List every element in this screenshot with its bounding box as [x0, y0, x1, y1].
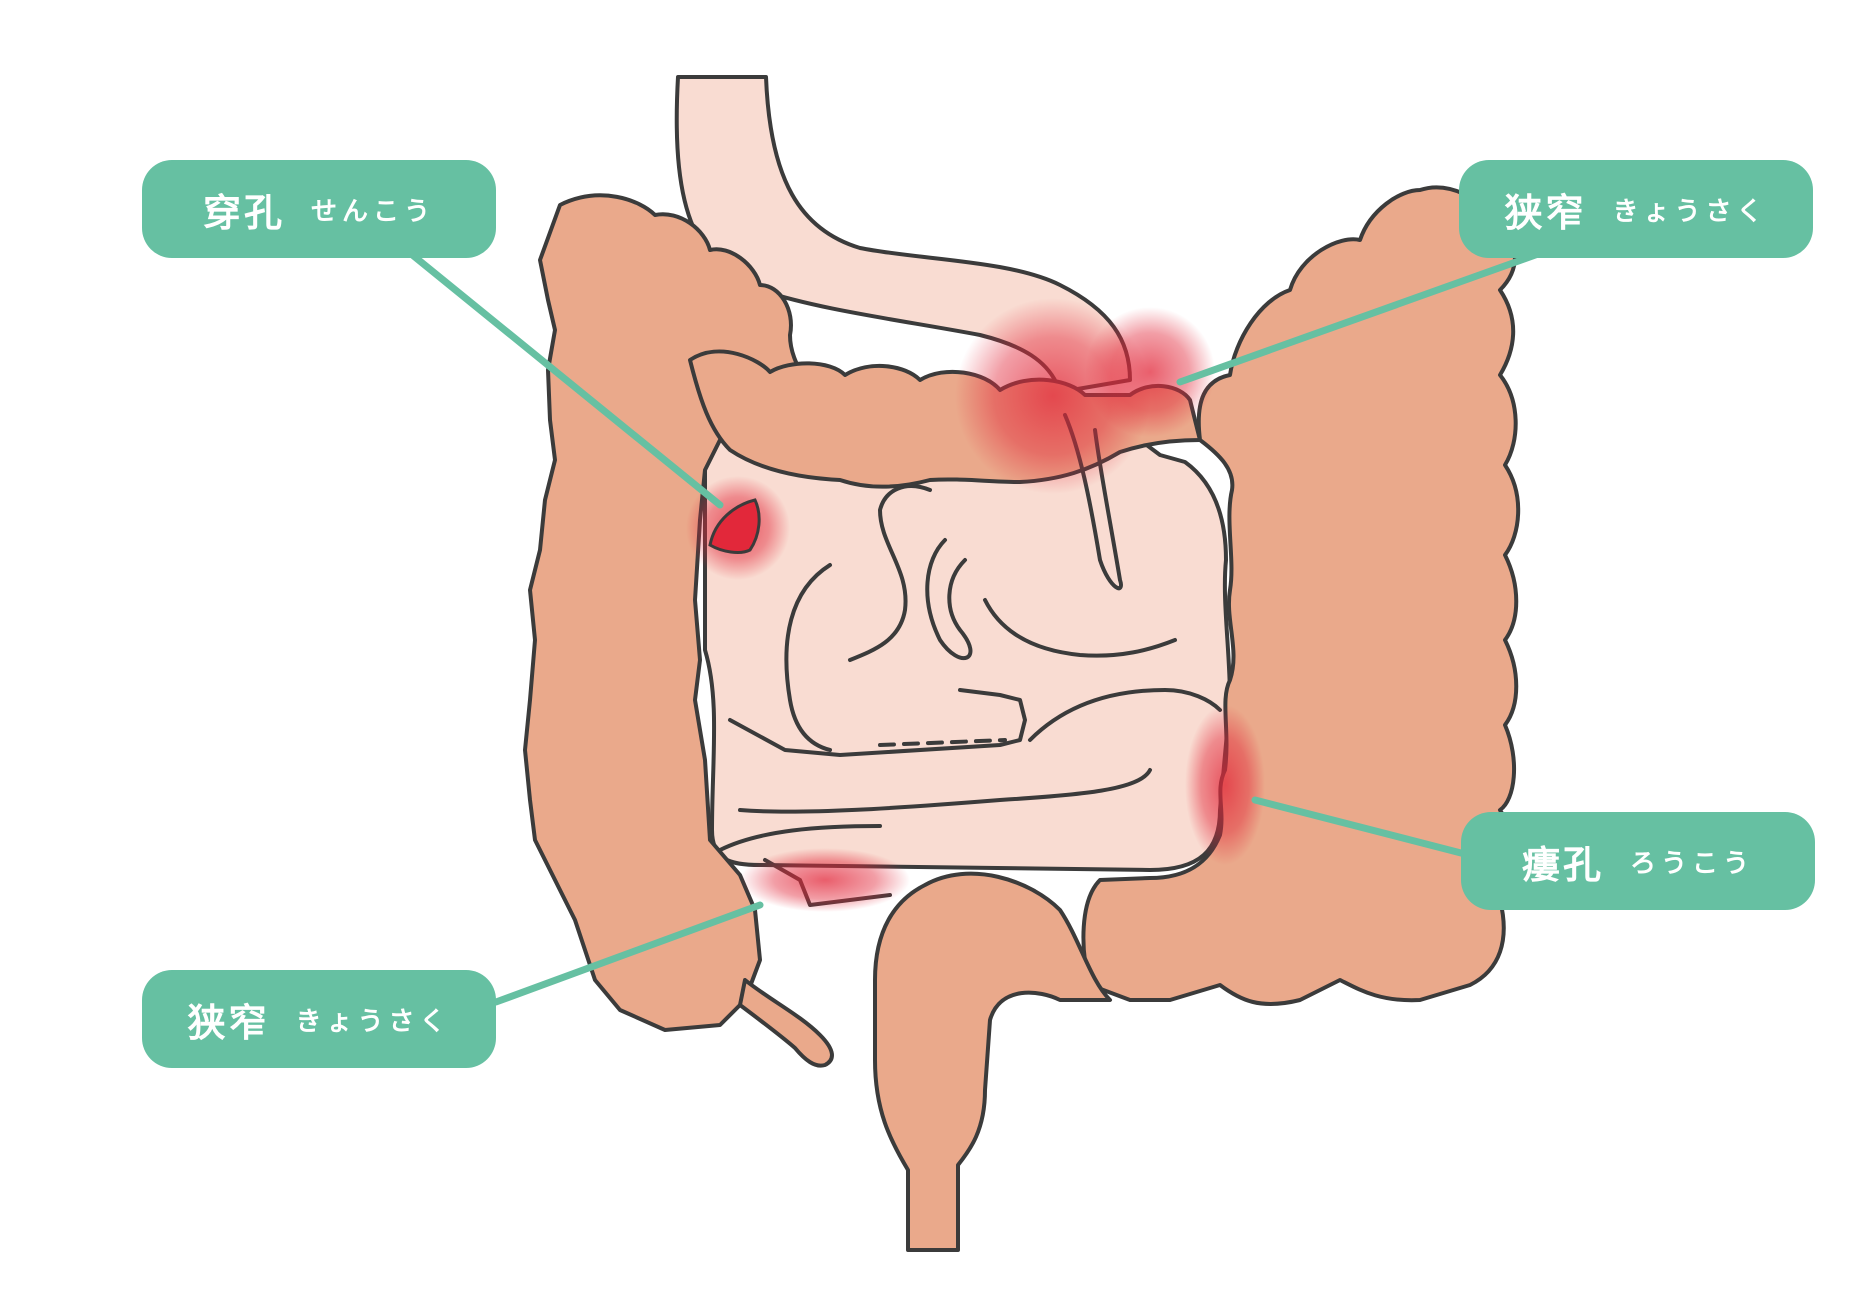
stricture-top-label-reading: きょうさく: [1612, 196, 1768, 227]
small-intestine-fold: [983, 598, 1177, 658]
fistula-label-text: 瘻孔: [1521, 842, 1604, 887]
stricture-lesion-top-secondary: [1085, 307, 1215, 437]
fistula-label: 瘻孔 ろうこう: [1461, 812, 1815, 910]
stricture-top-leader: [1176, 249, 1545, 386]
fistula-label-reading: ろうこう: [1630, 848, 1755, 879]
perforation-label-reading: せんこう: [311, 196, 436, 227]
small-intestine-fold: [848, 484, 932, 662]
small-intestine-fold: [925, 538, 973, 660]
small-intestine-fold: [728, 688, 1027, 757]
appendix: [738, 978, 834, 1068]
fistula-lesion: [1185, 705, 1265, 865]
stricture-bottom-label-reading: きょうさく: [295, 1006, 451, 1037]
stricture-top-label: 狭窄 きょうさく: [1459, 160, 1813, 258]
fistula-leader: [1251, 796, 1465, 857]
stricture-bottom-leader: [492, 901, 764, 1006]
small-intestine-fold: [738, 768, 1152, 814]
perforation-spot: [708, 498, 761, 554]
perforation-leader: [406, 249, 724, 509]
perforation-label-text: 穿孔: [202, 190, 285, 235]
perforation-label: 穿孔 せんこう: [142, 160, 496, 258]
small-intestine-fold: [878, 738, 1007, 747]
small-intestine-fold: [1028, 688, 1222, 742]
small-intestine-fold: [718, 824, 882, 852]
stricture-bottom-label: 狭窄 きょうさく: [142, 970, 496, 1068]
stricture-lesion-bottom: [740, 848, 910, 912]
small-intestine-fold: [784, 563, 832, 752]
stricture-bottom-label-text: 狭窄: [187, 1000, 270, 1045]
sigmoid-rectum: [873, 871, 1112, 1252]
stricture-top-label-text: 狭窄: [1504, 190, 1587, 235]
